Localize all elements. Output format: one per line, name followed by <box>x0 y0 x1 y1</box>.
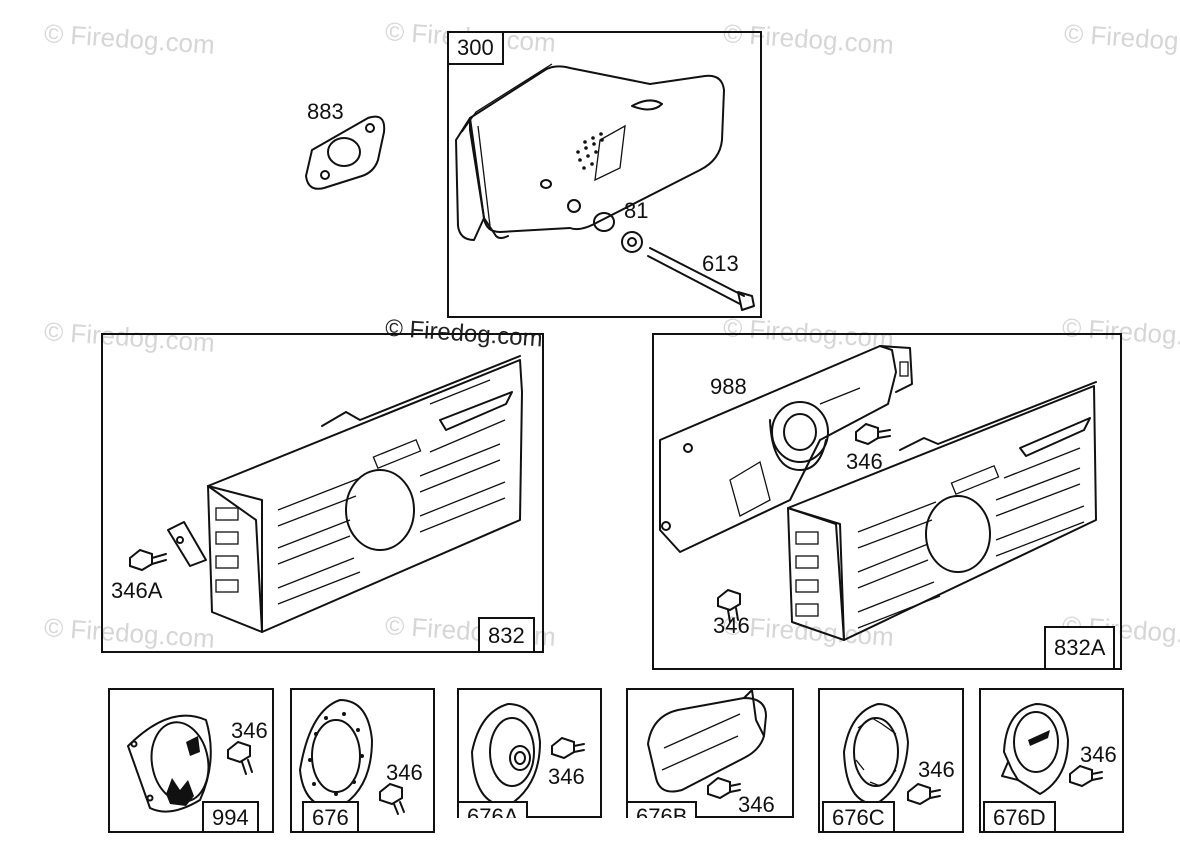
muffler-frame <box>447 31 762 318</box>
deflector-part-label: 994 <box>202 801 259 833</box>
callout-muffler: 300 <box>447 31 504 65</box>
deflector-frame-676a <box>457 688 602 818</box>
deflector-screw-label: 346 <box>386 760 423 785</box>
deflector-676c-drawing <box>843 703 941 806</box>
callout-guard-right: 832A <box>1044 626 1116 670</box>
deflector-676b-drawing <box>647 689 767 800</box>
deflector-676a-drawing <box>471 703 585 807</box>
guard-right-frame <box>652 333 1122 670</box>
deflector-676d-drawing <box>1001 703 1103 795</box>
guard-832a-drawing <box>717 381 1097 641</box>
deflector-screw-label: 346 <box>918 757 955 782</box>
deflector-screw-label: 346 <box>1080 742 1117 767</box>
deflector-screw-label: 346 <box>738 792 775 817</box>
callout-screw: 613 <box>702 251 739 276</box>
callout-guard-right-screw: 346 <box>713 613 750 638</box>
deflector-part-label: 676C <box>822 801 895 833</box>
deflector-frame-994 <box>108 688 274 833</box>
callout-bracket: 988 <box>710 374 747 399</box>
muffler-300-drawing <box>455 63 755 311</box>
deflector-frame-676 <box>290 688 435 833</box>
callout-gasket: 883 <box>307 99 344 124</box>
deflector-part-label: 676 <box>302 801 359 833</box>
deflector-part-label: 676D <box>983 801 1056 833</box>
callout-guard-left-screw: 346A <box>111 578 163 603</box>
callout-lockwasher: 81 <box>624 198 649 223</box>
callout-guard-left: 832 <box>478 617 535 653</box>
deflector-screw-label: 346 <box>231 718 268 743</box>
deflector-part-label: 676A <box>457 801 529 818</box>
bracket-988-drawing <box>659 345 913 553</box>
gasket-883-drawing <box>305 115 386 190</box>
deflector-994-drawing <box>127 714 253 813</box>
deflector-frame-676b <box>626 688 794 818</box>
deflector-part-label: 676B <box>626 801 698 818</box>
guard-left-frame <box>101 333 544 653</box>
callout-bracket-screw: 346 <box>846 449 883 474</box>
deflector-screw-label: 346 <box>548 764 585 789</box>
deflector-676-drawing <box>299 699 405 815</box>
guard-832-drawing <box>129 355 523 633</box>
